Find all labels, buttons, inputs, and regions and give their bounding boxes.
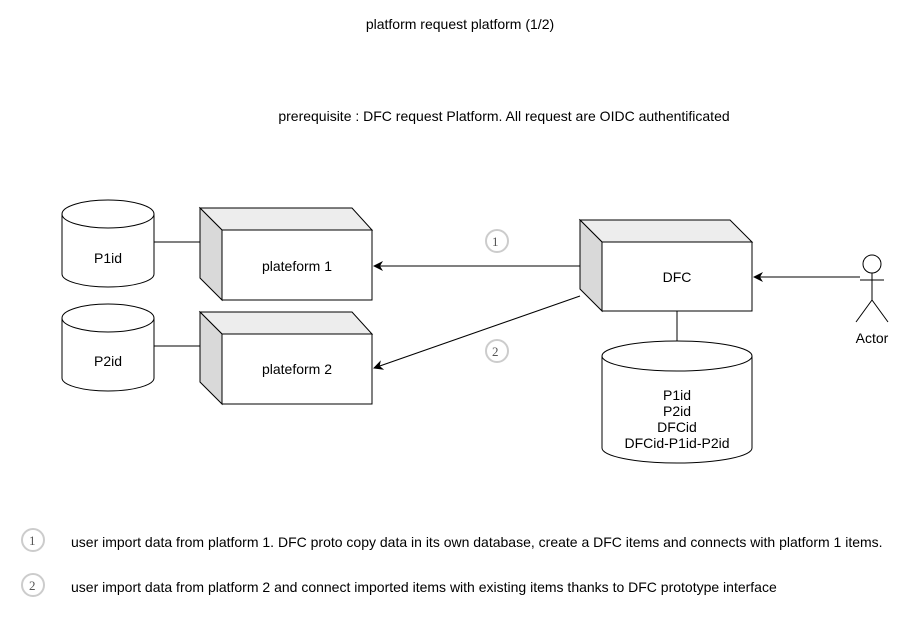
legend-item-1-text: user import data from platform 1. DFC pr… — [71, 534, 883, 550]
step-marker-1: 1 — [485, 229, 509, 253]
dfc-box: DFC — [578, 218, 754, 313]
step-marker-2: 2 — [485, 339, 509, 363]
step-marker-1-number: 1 — [492, 234, 499, 249]
dfc-label: DFC — [663, 269, 692, 285]
legend-item-1-number: 1 — [29, 533, 36, 548]
actor-figure — [855, 254, 889, 323]
step-marker-2-number: 2 — [492, 344, 499, 359]
actor-label: Actor — [856, 330, 889, 346]
dfc-db-line-1: P1id — [663, 387, 691, 403]
platform-2-label: plateform 2 — [262, 361, 332, 377]
database-p2id: P2id — [61, 303, 155, 392]
platform-2-box: plateform 2 — [198, 310, 374, 406]
dfc-db-line-4: DFCid-P1id-P2id — [624, 435, 729, 451]
legend-item-2-text: user import data from platform 2 and con… — [71, 579, 777, 595]
actor-left-leg — [855, 299, 873, 323]
database-p1id-label: P1id — [94, 250, 122, 266]
dfc-db-line-2: P2id — [663, 403, 691, 419]
arrow-dfc-to-platform-2 — [373, 295, 581, 370]
database-p2id-label: P2id — [94, 353, 122, 369]
database-dfc: P1id P2id DFCid DFCid-P1id-P2id — [601, 340, 753, 464]
legend-item-2: 2 user import data from platform 2 and c… — [21, 573, 777, 597]
actor-right-leg — [871, 299, 889, 323]
legend-item-1: 1 user import data from platform 1. DFC … — [21, 528, 883, 552]
dfc-db-line-3: DFCid — [657, 419, 697, 435]
database-p1id: P1id — [61, 199, 155, 288]
legend-item-2-number: 2 — [29, 578, 36, 593]
platform-1-label: plateform 1 — [262, 258, 332, 274]
prerequisite-note: prerequisite : DFC request Platform. All… — [278, 108, 729, 124]
diagram-title: platform request platform (1/2) — [366, 16, 554, 32]
platform-1-box: plateform 1 — [198, 206, 374, 302]
actor-head — [862, 254, 882, 274]
